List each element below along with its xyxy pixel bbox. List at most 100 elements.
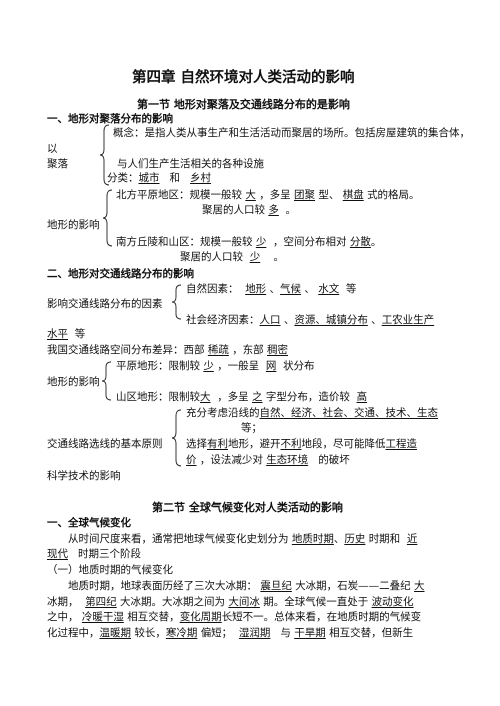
brace-factors: [171, 284, 182, 320]
label-route-principles: 交通线路选线的基本原则: [47, 438, 163, 450]
heading-climate: 一、全球气候变化: [47, 517, 131, 529]
plain-val: 少: [203, 360, 214, 372]
p1-mid: 时期和: [368, 533, 401, 545]
diff-east: 稠密: [267, 344, 289, 356]
mtn-pre: 山区地形：限制较: [116, 391, 200, 403]
south-pre: 南方丘陵和山区：规模一般较: [116, 236, 253, 248]
soc-level: 水平: [47, 328, 68, 340]
north-pop-val: 多: [268, 204, 279, 216]
p1-modern: 近: [406, 533, 418, 545]
north-qipan: 棋盘: [342, 189, 364, 201]
north-type: 型、: [318, 189, 340, 201]
climate-para-2: 现代 时期三个阶段: [47, 548, 141, 561]
heading-settlement: 一、地形对聚落分布的影响: [47, 113, 173, 125]
sel2-end: 的破坏: [318, 454, 350, 466]
sel-mid2: 地段，尽可能降低: [301, 438, 386, 450]
sel-bad: 不利: [280, 438, 302, 450]
south-hill-line: 南方丘陵和山区：规模一般较 少 ，空间分布相对 分散。: [116, 236, 381, 249]
geologic-line-2: 冰期， 第四纪 大冰期。大冰期之间为 大间冰 期。全球气候一直处于 波动变化: [47, 596, 414, 609]
mtn-val: 大: [200, 391, 211, 403]
g2-quaternary: 第四纪: [85, 596, 117, 608]
g3-pre: 之中，: [47, 611, 79, 623]
consider-line: 充分考虑沿线的自然、经济、社会、交通、技术、生态: [186, 407, 438, 420]
g2-mid2: 期。全球气候一直处于: [263, 596, 369, 608]
plain-mid: ，一般呈: [217, 360, 260, 372]
plain-terrain-line: 平原地形：限制较 少 ，一般呈 网 状分布: [116, 360, 315, 373]
brace-terrain-settlement: [102, 189, 113, 247]
distribution-diff-line: 我国交通线路空间分布差异：西部 稀疏 ，东部 稠密: [47, 344, 288, 357]
nat-hydrology: 水文: [318, 283, 340, 295]
nat-end: 等: [345, 283, 357, 295]
label-settlement: 聚落: [47, 158, 68, 170]
south-pop-end: 。: [273, 251, 285, 263]
g1-pre: 地质时期，地球表面历经了三次大冰期：: [68, 580, 257, 592]
cls-city: 城市: [138, 172, 160, 184]
g2-mid: 大冰期。大冰期之间为: [120, 596, 226, 608]
south-pop-line: 聚居的人口较 少 。: [180, 251, 284, 264]
g3-cycle: 变化周期: [179, 611, 222, 623]
social-factors-cont: 水平 等: [47, 328, 85, 341]
p1-historic: 历史: [344, 533, 366, 545]
sel-pre: 选择: [186, 438, 207, 450]
sel-eco: 生态环境: [266, 454, 309, 466]
p1-pre: 从时间尺度来看，通常把地球气候变化史划分为: [68, 533, 289, 545]
subheading-geologic: （一）地质时期的气候变化: [47, 564, 173, 576]
south-pop-pre: 聚居的人口较: [180, 251, 243, 263]
label-yi: 以: [47, 143, 58, 155]
g4-end: 相互交替，但新生: [329, 627, 414, 639]
soc-end: 等: [74, 328, 86, 340]
geologic-line-1: 地质时期，地球表面历经了三次大冰期： 震旦纪 大冰期，石炭——二叠纪 大: [68, 580, 425, 593]
concept-line-2: 与人们生产生活相关的各种设施: [117, 158, 264, 170]
p1-geologic: 地质时期: [291, 533, 334, 545]
section-1-title: 第一节 地形对聚落及交通线路分布的是影响: [137, 98, 350, 111]
sel-cost: 工程造: [385, 438, 418, 450]
g3-end: 长短不一。总体来看，在地质时期的气候变: [221, 611, 422, 623]
label-influence-factors: 影响交通线路分布的因素: [47, 298, 163, 310]
concept-line-1: 概念：是指人类从事生产和生活活动而聚居的场所。包括房屋建筑的集合体，: [113, 127, 470, 139]
g1-mid: 大冰期，石炭——二叠纪: [295, 580, 411, 592]
g4-mid2: 偏短；: [200, 627, 233, 639]
plain-net: 网: [265, 360, 277, 372]
north-pop-line: 聚居的人口较 多 。: [202, 204, 296, 217]
mtn-mid2: 字型分布，造价较: [265, 391, 350, 403]
sel-good: 有利: [207, 438, 228, 450]
g2-interglacial: 大间冰: [228, 596, 260, 608]
brace-terrain-transport: [101, 361, 112, 401]
south-end: 。: [370, 236, 382, 248]
geologic-line-4: 化过程中，温暖期 较长，寒冷期 偏短； 湿润期 与 干旱期 相互交替，但新生: [47, 627, 413, 640]
nat-pre: 自然因素：: [186, 283, 239, 295]
g2-pre: 冰期，: [47, 596, 79, 608]
sel2-mid: ，设法减少对: [199, 454, 263, 466]
cls-village: 乡村: [190, 172, 212, 184]
soc-pre: 社会经济因素：: [186, 314, 260, 326]
brace-settlement: [99, 124, 110, 186]
g4-mid3: 与: [280, 627, 291, 639]
g1-sinian: 震旦纪: [260, 580, 292, 592]
soc-industry: 工农业生产: [381, 314, 435, 326]
label-terrain-settlement: 地形的影响: [47, 219, 100, 231]
plain-end: 状分布: [283, 360, 315, 372]
g4-cold: 寒冷期: [165, 627, 198, 639]
cons-factors: 自然、经济、社会、交通、技术、生态: [259, 407, 439, 419]
nat-terrain: 地形: [245, 283, 267, 295]
nat-climate: 气候: [280, 283, 302, 295]
sel-mid: 地形，避开: [228, 438, 281, 450]
north-big: 大: [245, 189, 256, 201]
g3-mid: 相互交替，: [127, 611, 180, 623]
diff-mid: ，东部: [232, 344, 264, 356]
label-tech: 科学技术的影响: [47, 470, 121, 482]
climate-para-1: 从时间尺度来看，通常把地球气候变化史划分为 地质时期、历史 时期和 近: [68, 533, 418, 545]
social-factors-line: 社会经济因素：人口 、资源、城镇分布 、工农业生产: [186, 314, 435, 326]
north-pop-pre: 聚居的人口较: [202, 204, 265, 216]
south-pop-val: 少: [249, 251, 261, 263]
section-2-title: 第二节 全球气候变化对人类活动的影响: [152, 501, 343, 514]
g4-mid: 较长，: [134, 627, 166, 639]
label-terrain-transport: 地形的影响: [47, 376, 100, 388]
select-line: 选择有利地形，避开不利地段，尽可能降低工程造: [186, 438, 417, 451]
p2-modern-cont: 现代: [47, 548, 68, 560]
diff-pre: 我国交通线路空间分布差异：西部: [47, 344, 205, 356]
diff-west: 稀疏: [207, 344, 229, 356]
north-plain-line: 北方平原地区：规模一般较 大 ，多呈 团聚 型、 棋盘 式的格局。: [116, 189, 420, 202]
consider-cont: 等；: [241, 422, 262, 434]
select-cont: 价 ，设法减少对 生态环境 的破坏: [186, 454, 350, 467]
